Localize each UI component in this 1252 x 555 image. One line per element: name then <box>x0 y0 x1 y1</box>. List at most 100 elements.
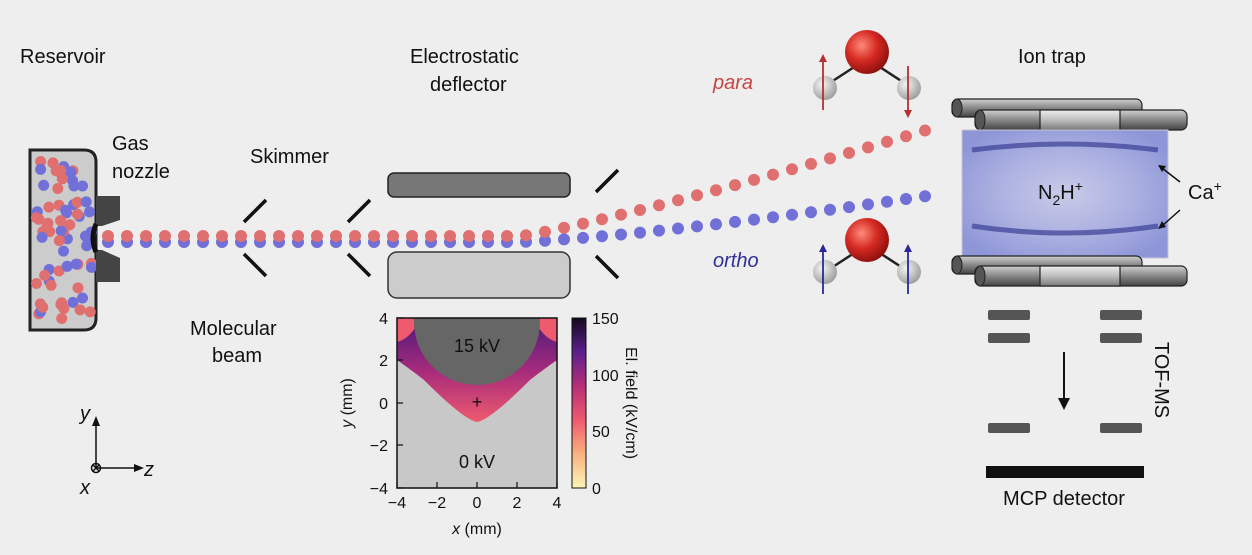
beam-dot-ortho <box>805 206 817 219</box>
label-deflector-line2: deflector <box>430 74 507 96</box>
reservoir-molecule <box>74 304 86 316</box>
reservoir-molecule <box>33 213 45 225</box>
reservoir-molecule <box>65 166 77 178</box>
beam-dot-para <box>862 141 874 154</box>
ion-image <box>961 129 1169 259</box>
ion-sub: 2 <box>1052 192 1060 208</box>
y-tick-label: 0 <box>379 396 388 413</box>
label-tof-ms: TOF-MS <box>1150 342 1172 418</box>
label-axis-x: x <box>79 477 91 499</box>
beam-dot-para <box>672 194 684 207</box>
beam-dot-para <box>805 157 817 170</box>
beam-dot-para <box>919 124 931 137</box>
label-ion-trap: Ion trap <box>1018 46 1086 68</box>
label-molecular-beam-line2: beam <box>212 345 262 367</box>
label-gas-nozzle-line1: Gas <box>112 133 149 155</box>
ca-sup: + <box>1214 178 1222 194</box>
label-0kv: 0 kV <box>459 452 495 472</box>
label-skimmer: Skimmer <box>250 146 329 168</box>
beam-dot-ortho <box>900 193 912 205</box>
beam-dot-ortho <box>919 190 931 203</box>
x-tick-label: 2 <box>513 495 522 512</box>
reservoir-molecule <box>55 215 67 227</box>
beam-dot-para <box>748 173 760 186</box>
reservoir-molecule <box>56 173 68 185</box>
spin-up-arrow <box>819 244 827 294</box>
beam-dot-para <box>140 230 152 242</box>
reservoir-molecule <box>38 179 50 191</box>
label-para: para <box>712 72 753 94</box>
reservoir-molecule <box>72 282 84 294</box>
x-tick-label: −2 <box>428 495 446 512</box>
beam-dot-ortho <box>786 208 798 221</box>
tof-ms-plates <box>988 310 1142 433</box>
reservoir-molecule <box>36 231 48 243</box>
reservoir-molecule <box>47 157 59 169</box>
beam-dot-para <box>824 152 836 165</box>
beam-dot-para <box>349 230 361 242</box>
deflector-lower-electrode <box>387 251 571 299</box>
mcp-detector <box>986 466 1144 478</box>
beam-dot-ortho <box>843 201 855 214</box>
label-15kv: 15 kV <box>454 336 500 356</box>
beam-dot-ortho <box>577 231 589 244</box>
x-tick-label: 0 <box>473 495 482 512</box>
beam-dot-para <box>729 179 741 192</box>
beam-dot-ortho <box>634 226 646 239</box>
reservoir-molecule <box>52 183 64 194</box>
beam-dot-para <box>900 130 912 143</box>
reservoir-molecule <box>55 165 67 176</box>
label-reservoir: Reservoir <box>20 46 106 68</box>
beam-dot-para <box>330 230 342 242</box>
beam-dot-ortho <box>710 218 722 231</box>
beam-dot-ortho <box>824 203 836 216</box>
cbar-tick-label: 150 <box>592 311 619 328</box>
beam-dot-para <box>463 230 475 242</box>
y-tick-label: 2 <box>379 353 388 370</box>
reservoir-molecule <box>77 180 88 192</box>
beam-dot-para <box>843 146 855 159</box>
y-tick-label: −4 <box>370 481 388 498</box>
y-var: y <box>339 419 356 429</box>
ion-trap-lower-rods <box>951 255 1188 287</box>
reservoir-molecule <box>31 278 42 289</box>
reservoir-molecule <box>43 201 55 213</box>
beam-dot-ortho <box>691 220 703 233</box>
beam-dot-para <box>273 230 285 242</box>
reservoir-molecule <box>37 301 49 313</box>
reservoir-molecule <box>45 279 57 291</box>
tof-arrow <box>1058 352 1070 410</box>
colorbar-label: El. field (kV/cm) <box>622 347 639 459</box>
beam-dot-para <box>710 184 722 197</box>
ion-main: N <box>1038 182 1052 204</box>
water-molecule-ortho <box>813 218 921 294</box>
reservoir-molecule <box>84 206 95 218</box>
beam-dot-ortho <box>767 211 779 224</box>
water-molecule-para <box>813 30 921 118</box>
beam-dot-para <box>387 230 399 242</box>
label-axis-z: z <box>143 459 154 481</box>
x-tick-label: −4 <box>388 495 406 512</box>
beam-dot-ortho <box>653 224 665 237</box>
beam-dot-ortho <box>729 215 741 228</box>
inset-x-tick-labels: −4 −2 0 2 4 <box>388 495 562 512</box>
ca-main: Ca <box>1188 182 1214 204</box>
reservoir-molecule <box>60 204 72 216</box>
molecular-beams <box>102 124 931 248</box>
beam-dot-para <box>520 229 532 242</box>
reservoir-molecule <box>80 196 92 208</box>
reservoir-molecule <box>84 306 96 318</box>
cbar-tick-label: 100 <box>592 368 619 385</box>
label-gas-nozzle-line2: nozzle <box>112 161 170 183</box>
reservoir-molecule <box>70 258 82 270</box>
beam-dot-ortho <box>558 233 570 246</box>
beam-position-marker: + <box>472 392 483 412</box>
beam-dot-para <box>159 230 171 242</box>
beam-dot-para <box>216 230 228 242</box>
reservoir-molecule <box>67 296 79 308</box>
reservoir <box>28 148 98 332</box>
beam-dot-para <box>482 230 494 242</box>
beam-dot-para <box>786 163 798 176</box>
beam-dot-ortho <box>672 222 684 235</box>
